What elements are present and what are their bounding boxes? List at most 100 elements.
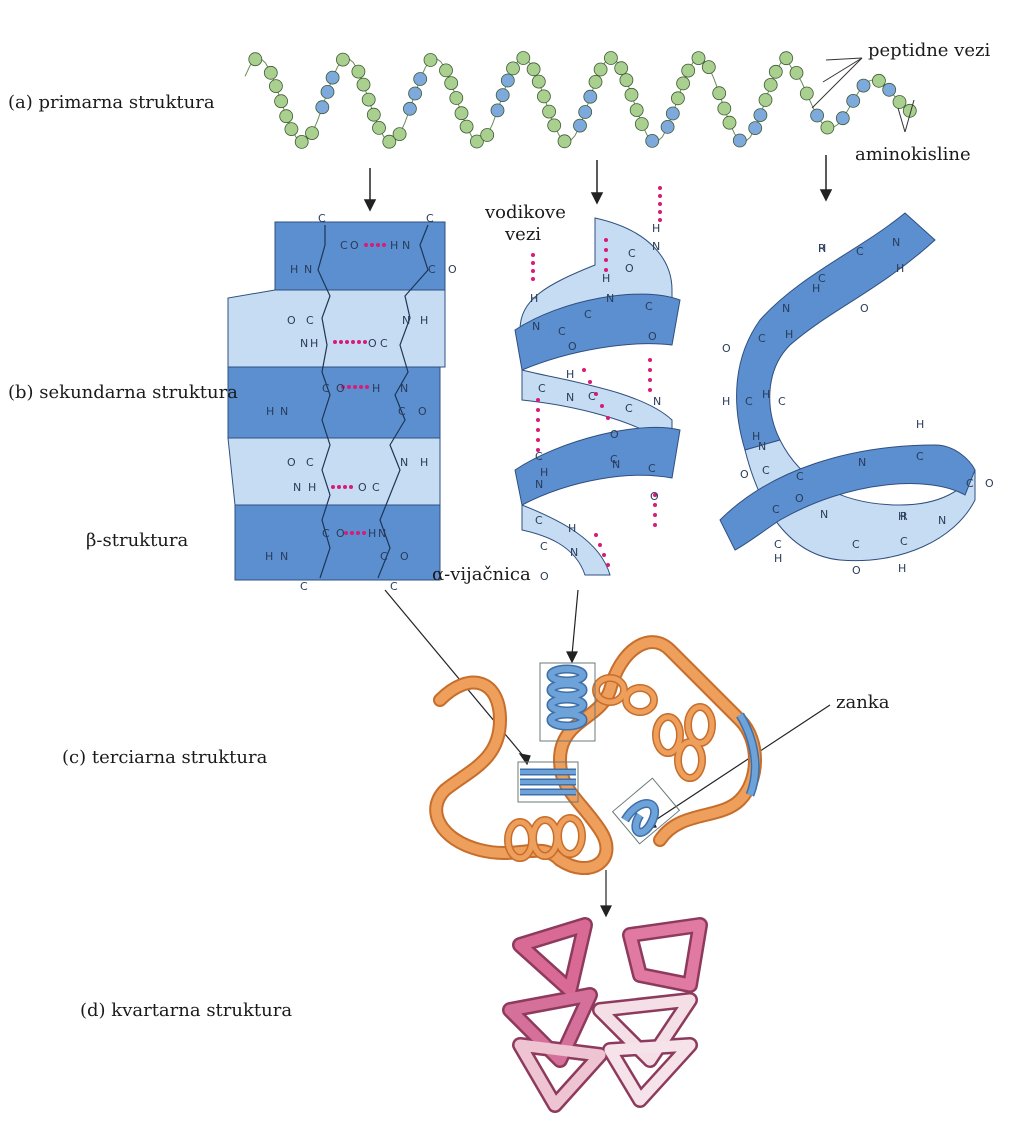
amino-acid-bead	[902, 103, 917, 118]
amino-acid-bead	[634, 117, 649, 131]
atom-label: C	[398, 405, 406, 418]
amino-acid-bead	[263, 65, 278, 80]
atom-label: N	[612, 458, 620, 471]
amino-acid-bead	[810, 108, 824, 123]
label-secondary-structure: (b) sekundarna struktura	[8, 382, 238, 403]
atom-label: C	[762, 464, 770, 477]
atom-label: H	[420, 314, 428, 327]
atom-label: N	[400, 382, 408, 395]
amino-acid-bead	[557, 134, 572, 149]
amino-acid-bead	[351, 64, 366, 79]
atom-label: N	[653, 395, 661, 408]
amino-acid-bead	[872, 73, 886, 88]
atom-label: H	[368, 527, 376, 540]
amino-acid-bead	[629, 103, 644, 117]
atom-label: C	[584, 308, 592, 321]
amino-acid-bead	[469, 134, 484, 149]
amino-acid-bead	[274, 94, 289, 109]
amino-acid-bead	[449, 91, 464, 105]
atom-label: C	[645, 300, 653, 313]
atom-label: C	[306, 314, 314, 327]
amino-acid-bead	[325, 70, 340, 85]
atom-label: C	[380, 550, 388, 563]
atom-label: N	[280, 405, 288, 418]
atom-label: O	[610, 428, 619, 441]
amino-acid-bead	[248, 52, 263, 67]
atom-label: H	[310, 337, 318, 350]
atom-label: O	[400, 550, 409, 563]
amino-acid-bead	[614, 61, 629, 76]
atom-label: N	[400, 456, 408, 469]
atom-label: C	[628, 247, 636, 260]
arrows-secondary-to-tertiary	[384, 589, 831, 918]
atom-label: O	[852, 564, 861, 577]
atom-label: N	[606, 292, 614, 305]
atom-label: C	[380, 337, 388, 350]
atom-label: H	[898, 510, 906, 523]
atom-label: O	[625, 262, 634, 275]
amino-acid-bead	[315, 100, 330, 115]
atom-label: N	[293, 481, 301, 494]
amino-acid-bead	[681, 63, 696, 78]
atom-label: N	[280, 550, 288, 563]
amino-acid-bead	[583, 89, 598, 104]
atom-label: C	[772, 503, 780, 516]
atom-label: N	[858, 456, 866, 469]
atom-label: C	[538, 382, 546, 395]
amino-acid-bead	[748, 121, 763, 136]
amino-acid-bead	[676, 76, 690, 91]
atom-label: O	[350, 239, 359, 252]
atom-label: C	[648, 462, 656, 475]
atom-label: O	[568, 340, 577, 353]
atom-label: H	[898, 562, 906, 575]
amino-acid-bead	[531, 74, 546, 89]
amino-acid-bead	[480, 128, 495, 142]
atom-label: R	[900, 510, 908, 523]
amino-acid-bead	[454, 106, 469, 121]
atom-label: O	[336, 527, 345, 540]
atom-label: C	[625, 402, 633, 415]
amino-acid-bead	[382, 134, 397, 149]
atom-label: C	[856, 245, 864, 258]
atom-label: C	[588, 390, 596, 403]
atom-label: O	[722, 342, 731, 355]
atom-label: C	[428, 263, 436, 276]
atom-label: N	[938, 514, 946, 527]
atom-label: C	[818, 272, 826, 285]
atom-label: H	[566, 368, 574, 381]
atom-label: C	[322, 382, 330, 395]
amino-acid-bead	[758, 93, 773, 107]
atom-label: C	[300, 580, 308, 593]
atom-label: N	[570, 546, 578, 559]
amino-acid-bead	[671, 91, 685, 106]
amino-acid-bead	[402, 101, 417, 116]
amino-acid-bead	[588, 75, 603, 89]
atom-label: H	[762, 388, 770, 401]
tertiary-structure-ribbon	[429, 635, 762, 876]
atom-label: H	[812, 282, 820, 295]
atom-label: O	[287, 314, 296, 327]
amino-acid-bead	[799, 86, 814, 101]
amino-acid-bead	[768, 64, 783, 79]
amino-acid-bead	[701, 60, 716, 74]
atom-label: O	[336, 382, 345, 395]
atom-label: C	[318, 212, 326, 225]
amino-acid-bead	[444, 76, 459, 90]
atom-label: O	[540, 570, 549, 583]
atom-label: H	[290, 263, 298, 276]
amino-acid-bead	[500, 73, 515, 88]
atom-label: H	[752, 430, 760, 443]
amino-acid-bead	[542, 104, 556, 119]
atom-label: C	[966, 477, 974, 490]
amino-acid-bead	[717, 101, 732, 116]
atom-label: R	[818, 242, 826, 255]
atom-label: C	[372, 481, 380, 494]
atom-label: N	[782, 302, 790, 315]
atom-label: O	[648, 330, 657, 343]
amino-acid-bead	[366, 107, 381, 122]
atom-label: C	[535, 514, 543, 527]
callout-lines-primary	[811, 57, 915, 133]
amino-acid-bead	[856, 78, 871, 93]
